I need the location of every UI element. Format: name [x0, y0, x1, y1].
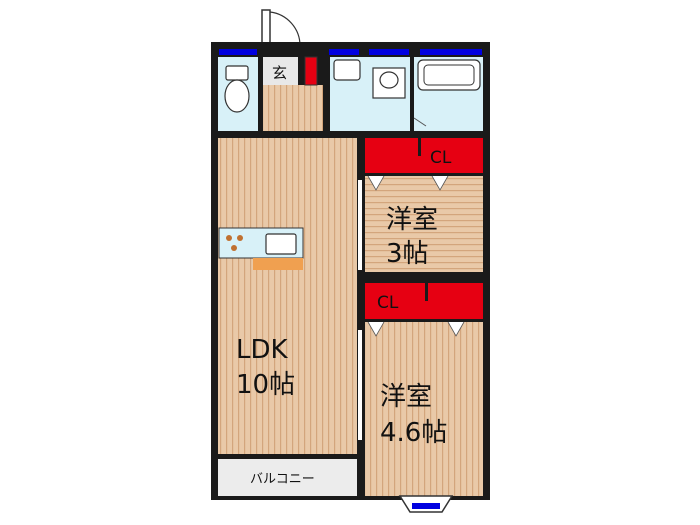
balcony: [218, 459, 357, 496]
ldk-name: LDK: [236, 335, 289, 365]
shoe-cabinet: [304, 56, 318, 86]
western-small-name: 洋室: [386, 205, 438, 235]
washing-machine-icon: [333, 59, 361, 81]
entrance-label: 玄: [272, 64, 287, 82]
closet: [365, 138, 483, 173]
window: [219, 49, 257, 55]
western-room-small: [365, 176, 483, 272]
stove-icon: [226, 235, 243, 251]
western-small-size: 3帖: [386, 239, 429, 269]
kitchen-sink-icon: [265, 233, 297, 255]
sink-icon: [372, 67, 406, 99]
western-large-name: 洋室: [380, 382, 432, 412]
closet-label: CL: [377, 293, 399, 313]
bay-window: [398, 495, 454, 513]
ldk-size: 10帖: [236, 370, 295, 400]
closet: [365, 283, 483, 319]
window: [369, 49, 409, 55]
balcony-label: バルコニー: [250, 472, 315, 487]
window: [329, 49, 359, 55]
closet-label: CL: [430, 148, 452, 168]
bathtub-icon: [417, 59, 481, 91]
western-room-large: [365, 322, 483, 496]
ldk-room: [218, 138, 357, 454]
window: [420, 49, 482, 55]
entrance-floor: [263, 57, 298, 85]
western-large-size: 4.6帖: [380, 418, 447, 448]
toilet-icon: [224, 65, 250, 113]
